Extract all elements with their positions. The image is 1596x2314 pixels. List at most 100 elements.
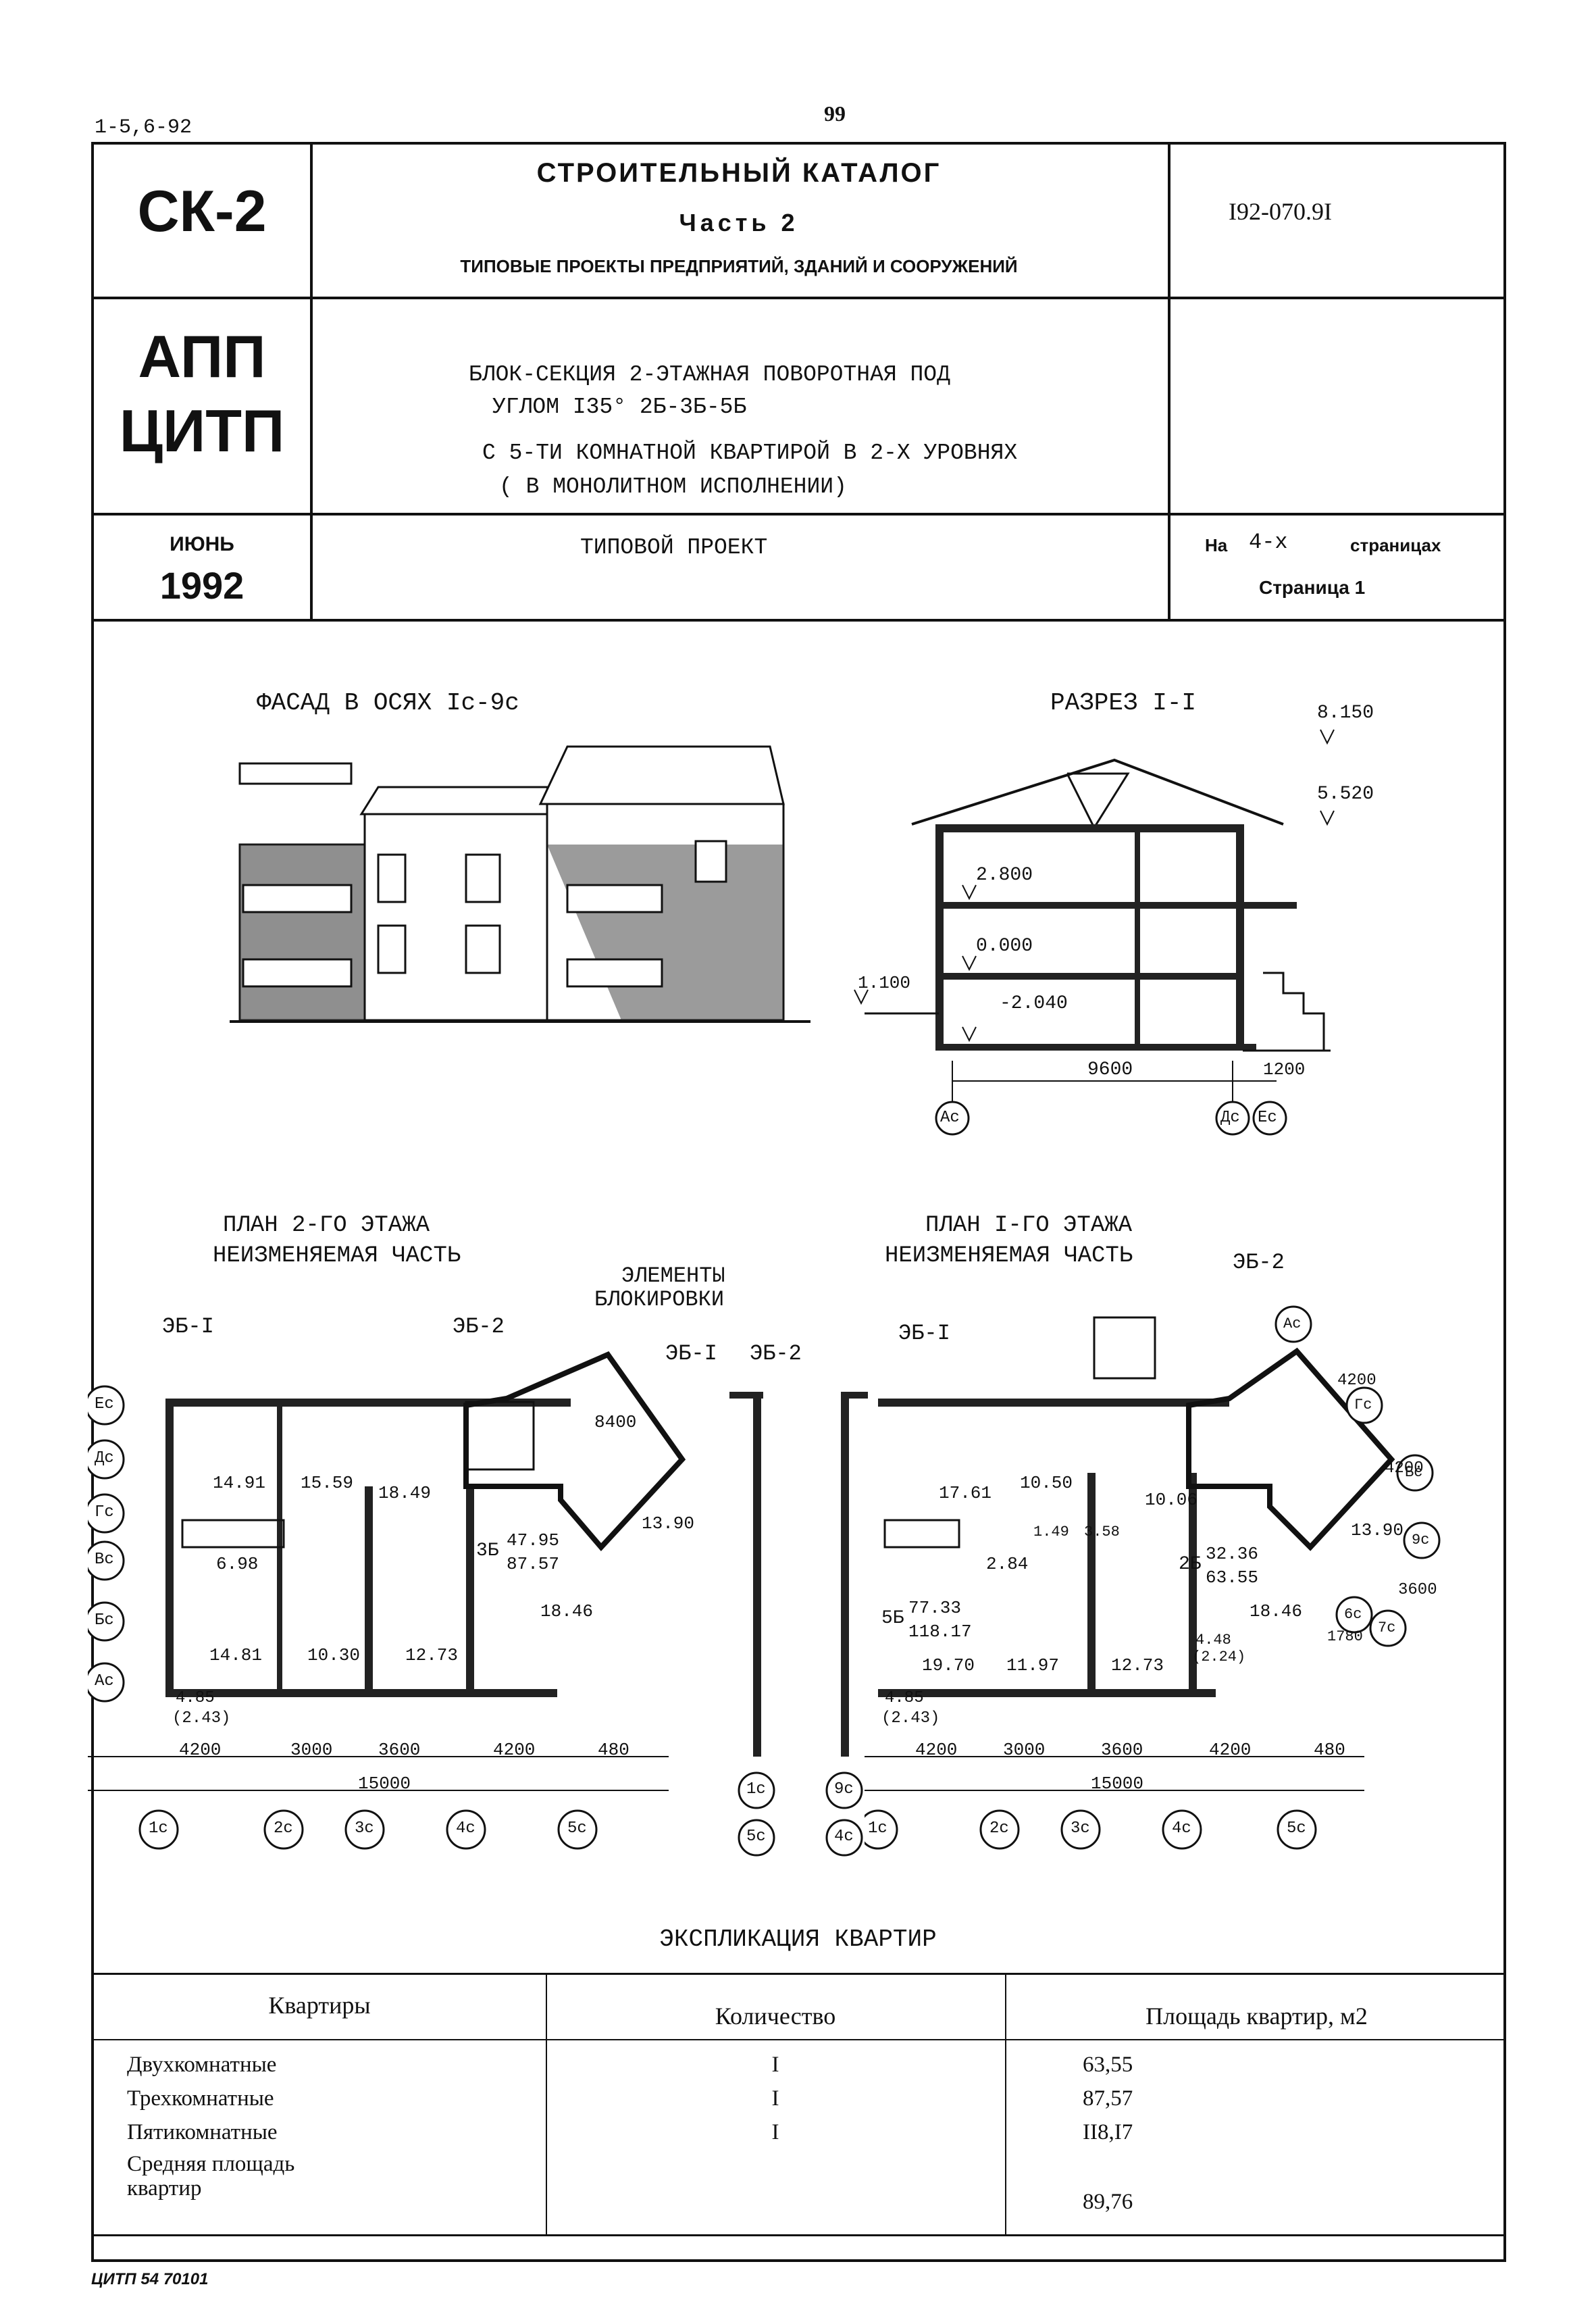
facade-title: ФАСАД В ОСЯХ Iс-9с [257, 689, 519, 717]
description-line-4: ( В МОНОЛИТНОМ ИСПОЛНЕНИИ) [499, 474, 847, 499]
axis-label: 5с [1287, 1819, 1306, 1838]
axis-label: 6с [1344, 1606, 1362, 1623]
plan1-subtitle: НЕИЗМЕНЯЕМАЯ ЧАСТЬ [885, 1243, 1133, 1269]
axis-label: Дс [95, 1449, 114, 1467]
mark-2040: -2.040 [1000, 993, 1068, 1014]
room-area: 17.61 [939, 1483, 992, 1503]
catalog-part: Часть 2 [679, 209, 799, 236]
description-line-3: С 5-ТИ КОМНАТНОЙ КВАРТИРОЙ В 2-Х УРОВНЯХ [482, 441, 1018, 466]
axis-label: Вс [95, 1551, 114, 1569]
axis-label: Ас [95, 1672, 114, 1690]
pages-prefix: На [1205, 535, 1228, 555]
plan1-eb2-label: ЭБ-2 [1233, 1250, 1285, 1275]
mark-1100: 1.100 [858, 973, 911, 993]
axis-label: 4с [456, 1819, 475, 1838]
row-name: Трехкомнатные [127, 2086, 274, 2111]
mark-5520: 5.520 [1317, 784, 1374, 805]
dim: 480 [598, 1740, 629, 1760]
dim: 480 [1314, 1740, 1345, 1760]
axis-label: 2с [989, 1819, 1009, 1838]
apartment-total-area: 87.57 [507, 1554, 560, 1574]
axis-label: Ес [1258, 1109, 1277, 1127]
balcony-area-reduced: (2.24) [1192, 1649, 1246, 1665]
pages-count: 4-х [1249, 530, 1288, 555]
axis-label: 1с [746, 1780, 766, 1799]
axis-label: 3с [1071, 1819, 1090, 1838]
room-area: 12.73 [1111, 1655, 1164, 1676]
room-area: 10.30 [307, 1645, 361, 1665]
room-area: 11.97 [1006, 1655, 1060, 1676]
axis-label: Ес [95, 1395, 114, 1413]
room-area: 18.49 [378, 1483, 432, 1503]
diag-dim: 3600 [1398, 1581, 1437, 1599]
row-area: II8,I7 [1083, 2120, 1133, 2144]
axis-label: 9с [834, 1780, 854, 1799]
diag-dim: 4200 [1385, 1459, 1424, 1478]
axis-label: Ас [940, 1109, 960, 1127]
col-header-apartments: Квартиры [268, 1992, 371, 2019]
room-area: 1.49 [1033, 1524, 1069, 1540]
room-area: 13.90 [642, 1513, 695, 1534]
plan2-title: ПЛАН 2-ГО ЭТАЖА [223, 1213, 430, 1238]
balcony-area: 4.85 [176, 1689, 215, 1707]
room-area: 19.70 [922, 1655, 975, 1676]
dim: 3600 [1101, 1740, 1143, 1760]
axis-label: Бс [95, 1611, 114, 1630]
balcony-area: 4.85 [885, 1689, 924, 1707]
mark-2800: 2.800 [976, 865, 1033, 886]
room-area: 13.90 [1351, 1520, 1404, 1540]
room-area: 14.81 [209, 1645, 263, 1665]
description-line-2: УГЛОМ I35° 2Б-3Б-5Б [492, 395, 747, 420]
row-count: I [771, 2120, 779, 2144]
drawing-frame [91, 620, 1506, 2262]
apartment-total-area: 63.55 [1206, 1567, 1259, 1588]
blocking-eb1-label: ЭБ-I [665, 1341, 717, 1366]
axis-label: 1с [149, 1819, 168, 1838]
apartment-type: 2Б [1179, 1554, 1202, 1575]
axis-label: Дс [1220, 1109, 1240, 1127]
avg-value: 89,76 [1083, 2190, 1133, 2214]
plan2-eb2-label: ЭБ-2 [453, 1314, 505, 1339]
dim: 4200 [179, 1740, 222, 1760]
apartment-living-area: 47.95 [507, 1530, 560, 1551]
document-type: ТИПОВОЙ ПРОЕКТ [580, 535, 768, 560]
page-number: 99 [824, 101, 846, 126]
blocking-subtitle: БЛОКИРОВКИ [594, 1287, 725, 1312]
axis-label: 4с [834, 1828, 854, 1846]
dim: 3000 [290, 1740, 333, 1760]
room-area: 3.58 [1084, 1524, 1120, 1540]
col-header-area: Площадь квартир, м2 [1145, 2003, 1368, 2030]
bottom-code: ЦИТП 54 70101 [91, 2270, 209, 2288]
plan1-eb1-label: ЭБ-I [898, 1321, 950, 1346]
mark-0000: 0.000 [976, 936, 1033, 957]
axis-label: Бс [1405, 1464, 1423, 1481]
dim: 3000 [1003, 1740, 1046, 1760]
plan2-subtitle: НЕИЗМЕНЯЕМАЯ ЧАСТЬ [213, 1243, 461, 1269]
blocking-title: ЭЛЕМЕНТЫ [621, 1263, 725, 1288]
axis-label: 5с [567, 1819, 587, 1838]
col-header-count: Количество [715, 2003, 836, 2030]
facade-drawing [230, 745, 810, 1023]
axis-label: 7с [1378, 1619, 1396, 1636]
catalog-title: СТРОИТЕЛЬНЫЙ КАТАЛОГ [536, 158, 942, 188]
row-count: I [771, 2086, 779, 2111]
axis-label: 9с [1412, 1532, 1430, 1549]
apartment-type: 3Б [476, 1540, 499, 1561]
dim-9600: 9600 [1087, 1059, 1133, 1080]
blocking-eb2-label: ЭБ-2 [750, 1341, 802, 1366]
axis-label: 2с [274, 1819, 293, 1838]
series-code: СК-2 [137, 179, 267, 244]
description-line-1: БЛОК-СЕКЦИЯ 2-ЭТАЖНАЯ ПОВОРОТНАЯ ПОД [469, 362, 950, 387]
room-area: 15.59 [301, 1473, 354, 1493]
apartment-type: 5Б [881, 1608, 904, 1629]
org-citp: ЦИТП [119, 397, 285, 464]
row-name: Двухкомнатные [127, 2053, 277, 2077]
balcony-area-reduced: (2.43) [172, 1709, 231, 1728]
section-drawing [854, 729, 1335, 1136]
issue-year: 1992 [159, 564, 244, 607]
room-area: 10.06 [1145, 1490, 1198, 1510]
page-label: Страница 1 [1259, 577, 1366, 598]
project-number: I92-070.9I [1229, 198, 1332, 225]
diagonal-dim: 8400 [594, 1412, 637, 1432]
dim: 4200 [493, 1740, 536, 1760]
